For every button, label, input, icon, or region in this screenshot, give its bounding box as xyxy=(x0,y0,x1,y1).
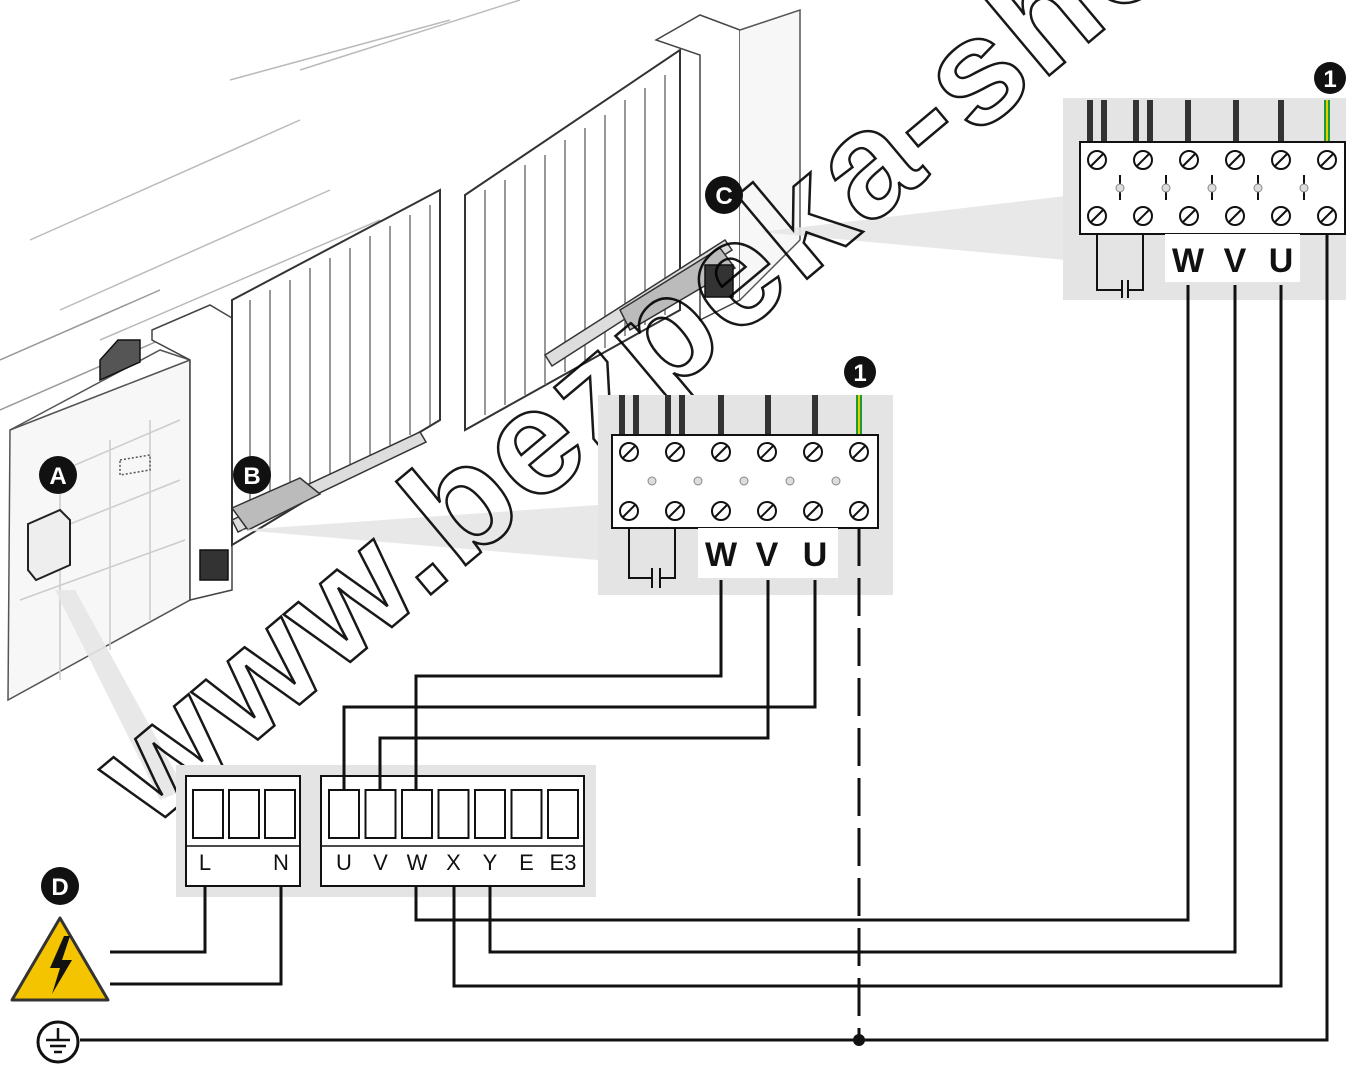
svg-text:B: B xyxy=(243,463,260,490)
control-terminal-slot xyxy=(547,789,579,839)
badge-a: A xyxy=(39,456,77,494)
motor-terminal-block-c: W V U 1 xyxy=(1063,62,1346,300)
note-badge xyxy=(844,356,876,388)
control-pin-label: W xyxy=(407,850,428,875)
note-badge xyxy=(1314,62,1346,94)
motor-c-label-v: V xyxy=(1224,242,1247,280)
motor-b-label-v: V xyxy=(756,536,779,574)
control-terminal-slot xyxy=(437,789,470,839)
svg-text:C: C xyxy=(715,183,732,210)
callout-beams xyxy=(55,196,1066,800)
control-terminal-slot xyxy=(328,789,360,839)
control-terminal-slot xyxy=(510,789,543,839)
control-terminal-slot xyxy=(474,789,506,839)
badge-d: D xyxy=(41,867,79,905)
svg-text:1: 1 xyxy=(1323,66,1336,93)
svg-text:A: A xyxy=(49,463,66,490)
motor-c-label-w: W xyxy=(1172,242,1205,280)
power-terminal-slot xyxy=(228,789,260,839)
motor-b-label-u: U xyxy=(803,536,828,574)
lightning-warning-icon xyxy=(10,916,110,1002)
power-terminal-slot xyxy=(192,789,224,839)
earth-junction xyxy=(853,1034,865,1046)
power-terminal-slot xyxy=(264,789,296,839)
control-pin-label: V xyxy=(373,850,388,875)
control-terminal-slot xyxy=(401,789,433,839)
control-terminal-slot xyxy=(364,789,397,839)
earth-ground-icon xyxy=(36,1020,80,1064)
badge-b: B xyxy=(233,456,271,494)
motor-b-label-w: W xyxy=(705,536,738,574)
control-pin-label: E xyxy=(519,850,534,875)
motor-terminal-block-b: W V U 1 xyxy=(598,356,893,595)
pin-label-n: N xyxy=(273,850,289,875)
control-pin-label: X xyxy=(446,850,461,875)
svg-text:D: D xyxy=(51,874,68,901)
control-pin-label: Y xyxy=(483,850,498,875)
motor-c-label-u: U xyxy=(1269,242,1294,280)
pin-label-l: L xyxy=(199,850,211,875)
svg-text:1: 1 xyxy=(853,360,866,387)
control-pin-label: E3 xyxy=(550,850,577,875)
control-pin-label: U xyxy=(336,850,352,875)
wiring xyxy=(80,234,1329,1042)
badge-c: C xyxy=(705,176,743,214)
gate-illustration xyxy=(0,0,801,702)
